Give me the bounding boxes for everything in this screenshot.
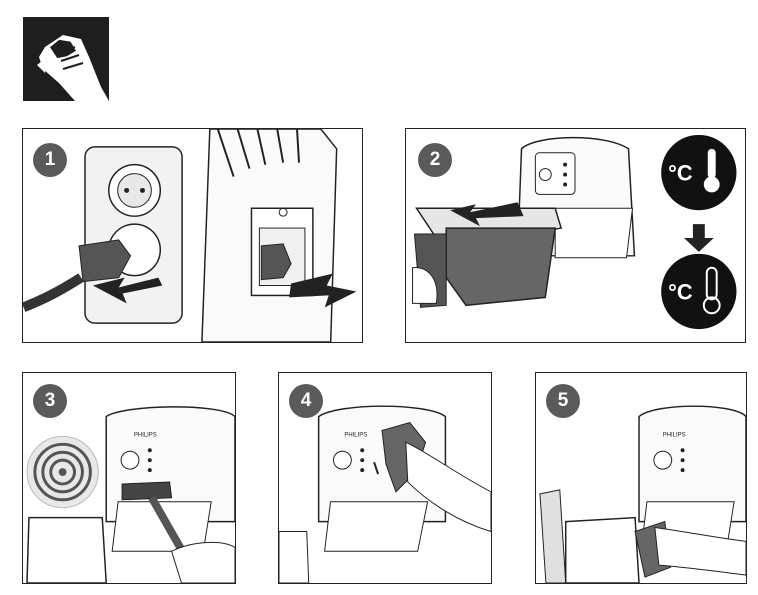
unplug-illustration <box>23 129 357 342</box>
arrow-down-icon <box>683 224 714 252</box>
step-4-badge: 4 <box>289 384 323 418</box>
brush-heating-element-illustration: PHILIPS <box>26 406 235 583</box>
cleaning-hand-cloth-icon <box>23 17 109 101</box>
thermometer-hot-icon <box>661 134 737 211</box>
step-3-badge: 3 <box>33 384 67 418</box>
step-4-panel: 4 PHILIPS <box>278 372 492 584</box>
step-1-badge: 1 <box>33 143 67 177</box>
step-1-panel: 1 <box>22 128 363 343</box>
clean-drawer-illustration: PHILIPS <box>539 405 746 583</box>
temp-unit-cool: °C <box>668 279 693 304</box>
brand-label: PHILIPS <box>663 432 686 438</box>
cooling-illustration: °C °C <box>412 134 737 330</box>
brand-label: PHILIPS <box>344 432 367 438</box>
step-2-panel: 2 °C °C <box>405 128 746 343</box>
step-3-panel: 3 PHILIPS <box>22 372 236 584</box>
wipe-inside-illustration: PHILIPS <box>279 405 491 583</box>
step-2-badge: 2 <box>418 143 452 177</box>
step-5-badge: 5 <box>546 384 580 418</box>
brand-label: PHILIPS <box>134 432 157 438</box>
temp-unit-hot: °C <box>668 161 693 186</box>
step-5-panel: 5 PHILIPS <box>535 372 747 584</box>
